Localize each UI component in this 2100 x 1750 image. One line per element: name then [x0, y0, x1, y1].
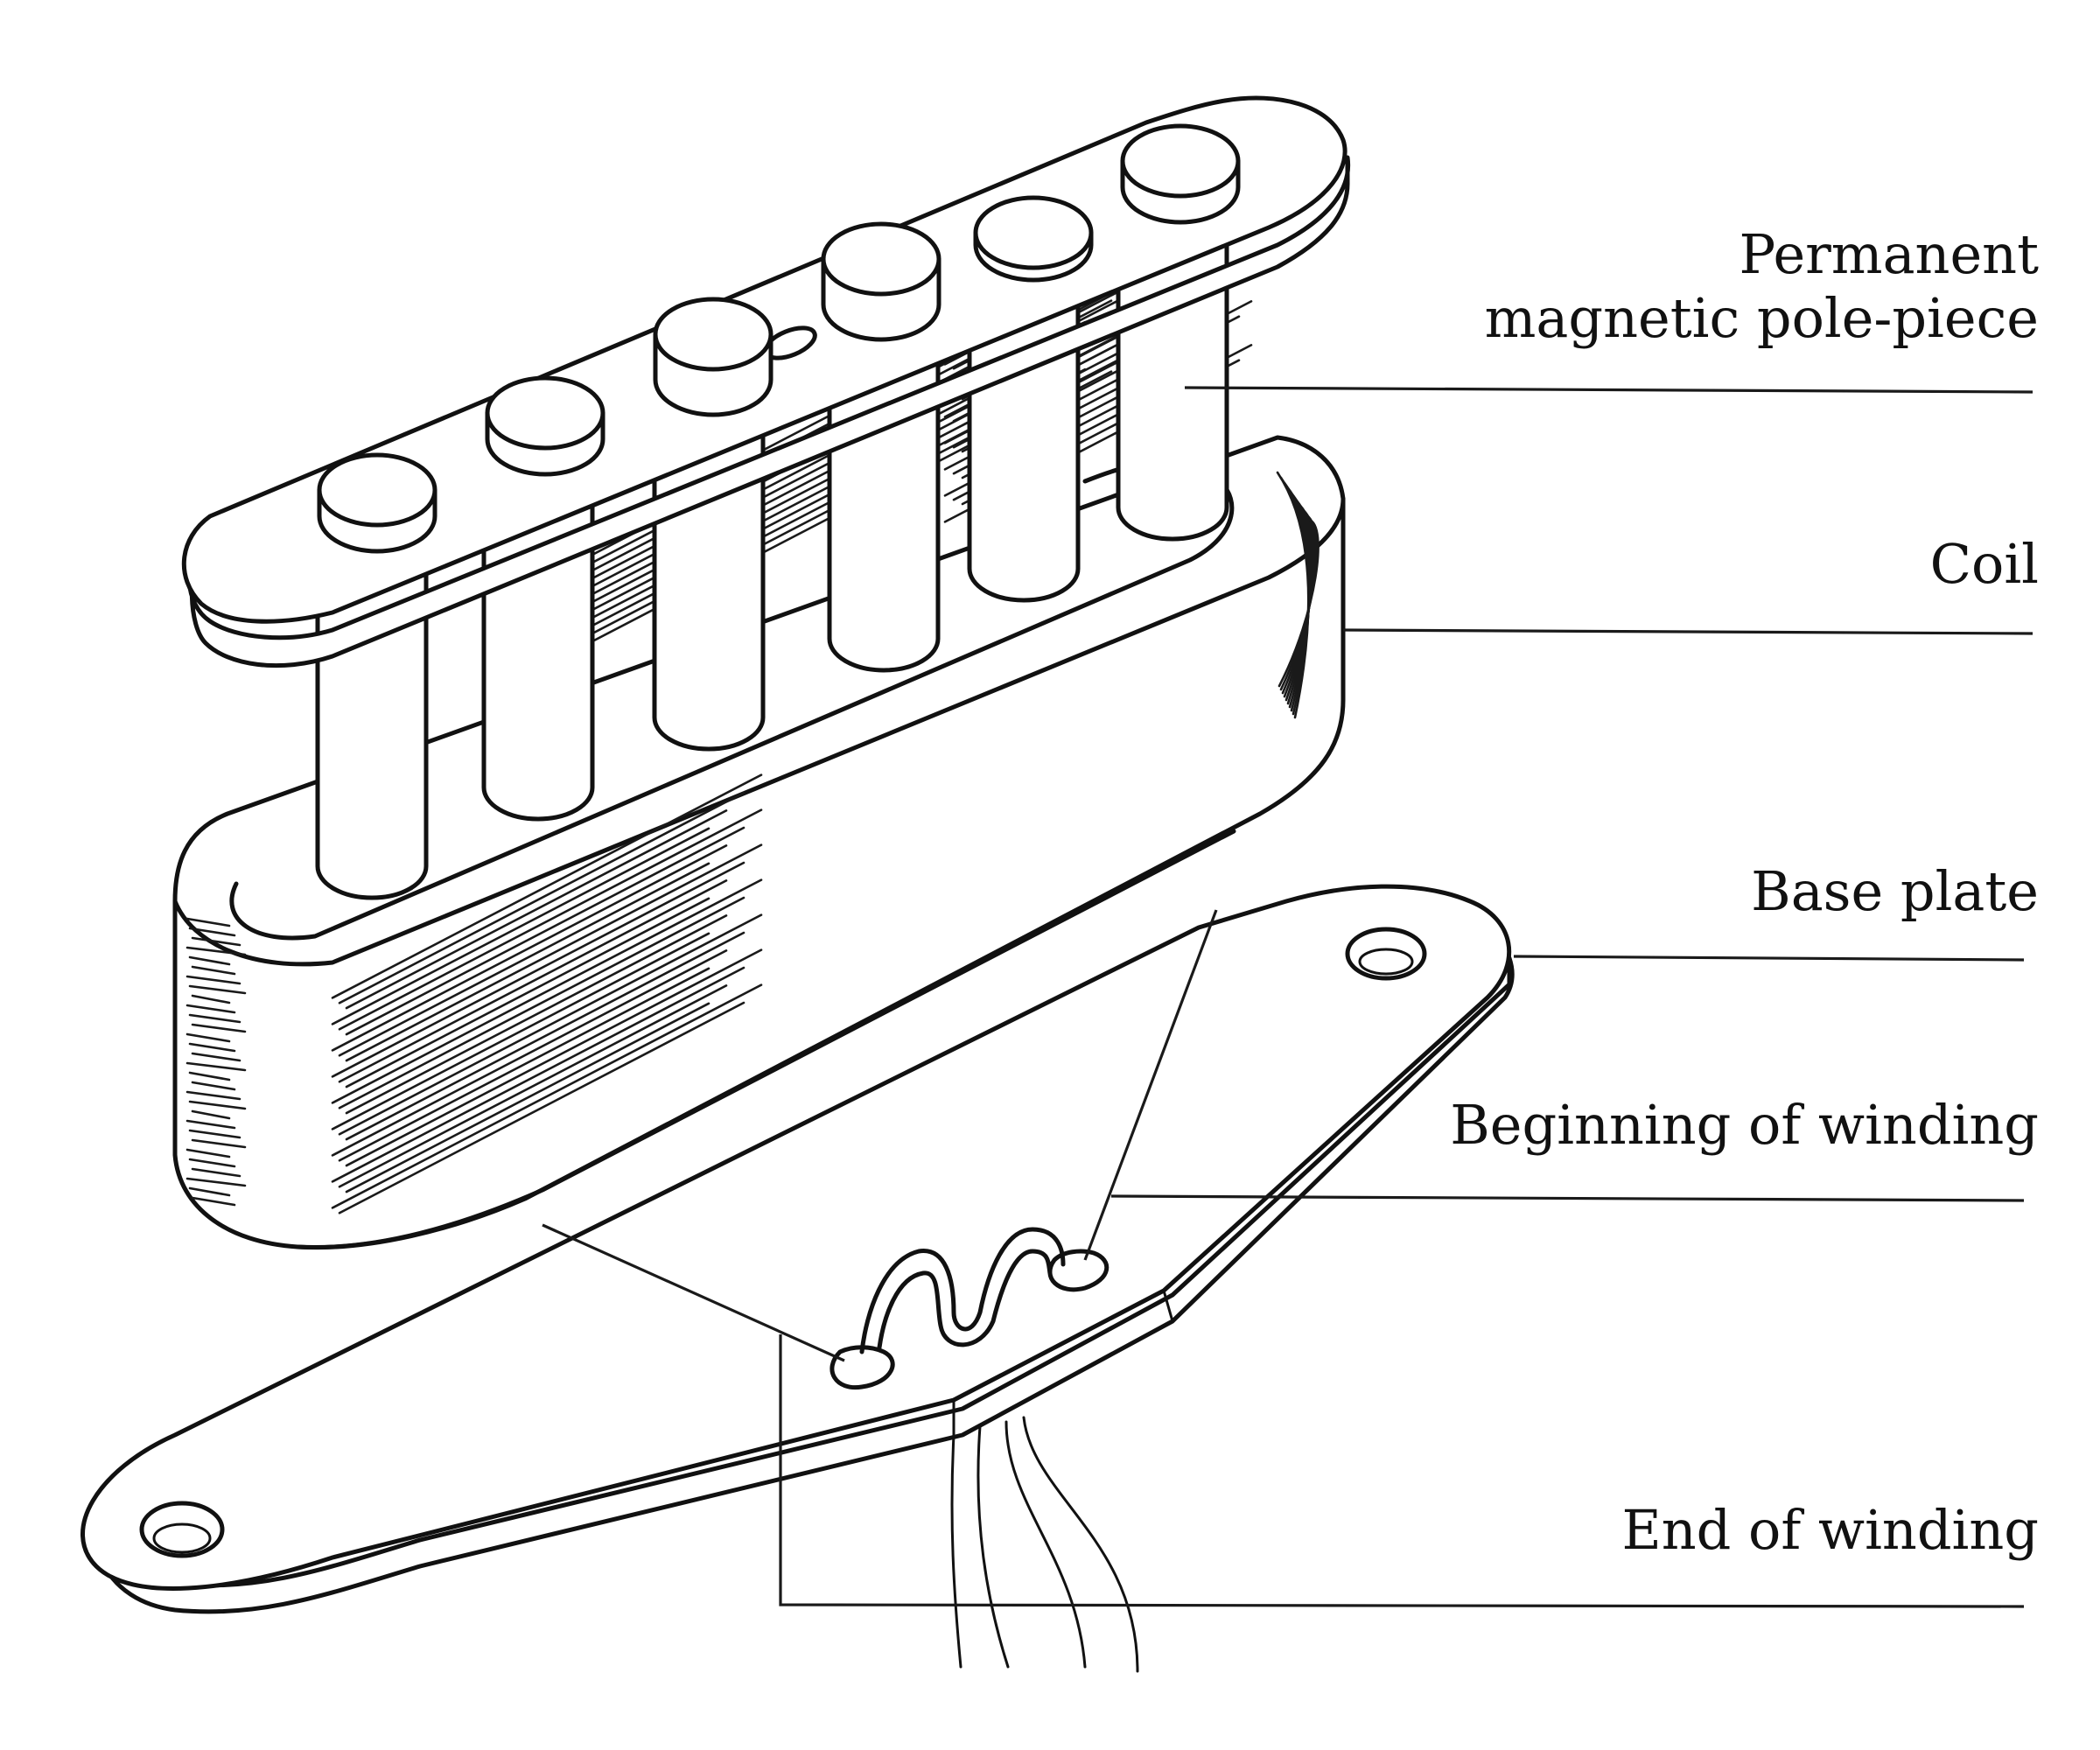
mounting-hole-right	[1345, 927, 1427, 981]
labels: Permanent magnetic pole-piece Coil Base …	[779, 222, 2040, 1608]
pole-cap-6	[1120, 123, 1241, 225]
pole-cap-3	[653, 297, 774, 417]
pole-piece-caps	[317, 123, 1241, 554]
mounting-hole-left	[139, 1501, 225, 1558]
label-beginning-text: Beginning of winding	[1450, 1093, 2039, 1157]
label-end-text: End of winding	[1621, 1498, 2039, 1562]
solder-terminals	[830, 1227, 1110, 1390]
leader-coil	[1342, 628, 2034, 635]
label-coil: Coil	[1342, 532, 2039, 635]
winding-leader-left	[542, 1223, 845, 1362]
label-end-of-winding: End of winding	[779, 1334, 2039, 1608]
label-base-plate: Base plate	[1513, 859, 2039, 962]
leader-end-of-winding	[779, 1334, 2025, 1608]
pole-cap-5	[973, 195, 1094, 283]
label-base-plate-text: Base plate	[1751, 859, 2039, 923]
leader-pole-piece	[1184, 386, 2034, 394]
pole-cap-2	[485, 375, 606, 477]
label-beginning-of-winding: Beginning of winding	[1110, 1093, 2039, 1202]
winding-leader-right	[1083, 909, 1218, 1261]
lead-wires	[950, 1416, 1139, 1673]
base-plate	[80, 884, 1515, 1614]
pole-cap-4	[821, 221, 942, 342]
label-pole-piece-line2: magnetic pole-piece	[1485, 286, 2039, 350]
pole-cap-1	[317, 452, 438, 554]
leader-base-plate	[1513, 955, 2025, 962]
label-pole-piece: Permanent magnetic pole-piece	[1184, 222, 2040, 394]
label-coil-text: Coil	[1930, 532, 2039, 596]
label-pole-piece-line1: Permanent	[1740, 222, 2040, 286]
leader-beginning-of-winding	[1110, 1194, 2025, 1202]
